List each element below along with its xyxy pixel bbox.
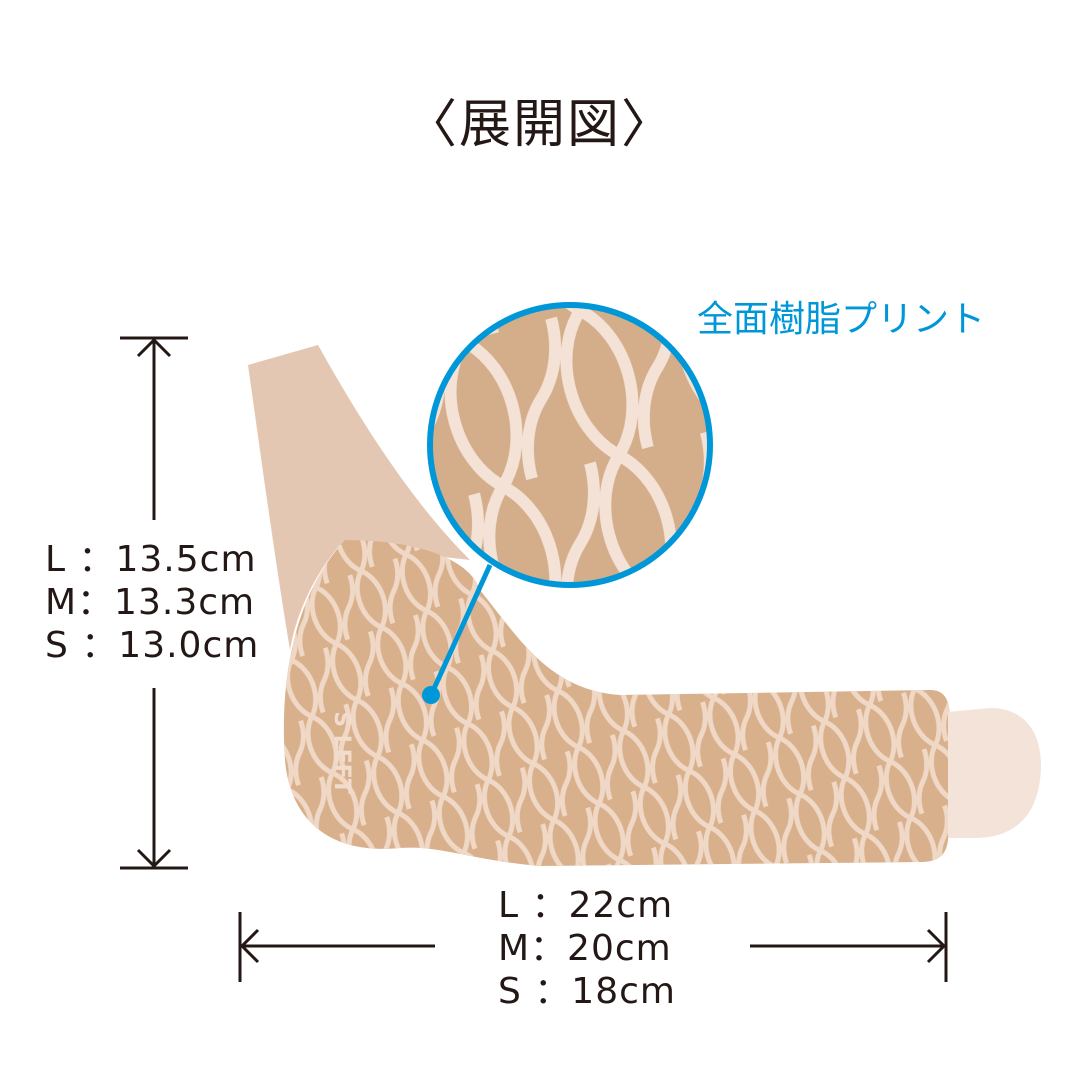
height-size-s: S ：13.0cm [45,625,260,666]
width-size-s: S ：18cm [498,971,676,1012]
magnifier-ring [427,302,713,588]
height-size-m: M：13.3cm [45,582,256,623]
product-upper-flap [248,345,470,650]
width-size-m: M：20cm [498,928,672,969]
callout-dot [422,686,440,704]
page-title: 〈展開図〉 [404,95,675,155]
width-dimension-arrow [238,912,948,982]
product-marking: S LEFT [328,711,354,794]
height-dimension-arrow [120,336,188,870]
width-size-l: L ：22cm [498,885,674,926]
velcro-tab [948,708,1041,838]
callout-leader [429,563,493,695]
width-dimension-label: L ：22cm M：20cm S ：18cm [498,884,676,1013]
height-size-l: L ：13.5cm [45,539,257,580]
magnified-detail [430,305,710,585]
height-dimension-label: L ：13.5cm M：13.3cm S ：13.0cm [45,538,259,667]
callout-label: 全面樹脂プリント [697,299,986,340]
